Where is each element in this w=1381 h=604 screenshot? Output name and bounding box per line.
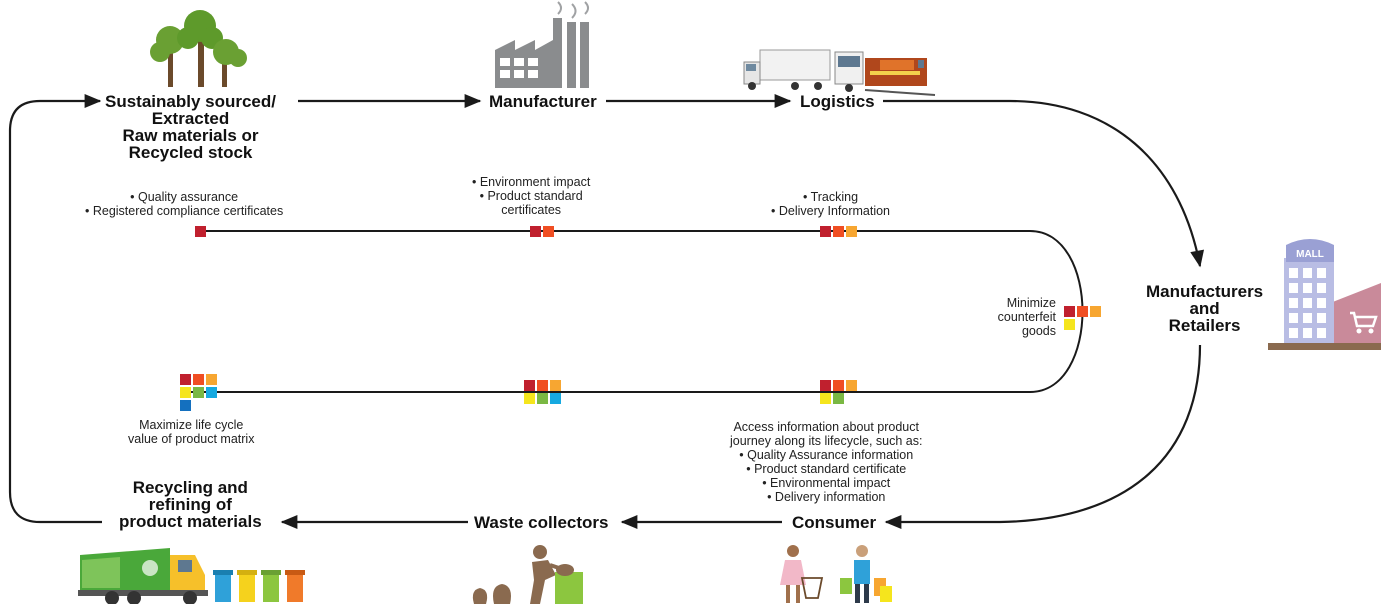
- stage-manufacturer: Manufacturer: [485, 93, 601, 110]
- marker-square-green: [193, 387, 204, 398]
- stage-logistics: Logistics: [796, 93, 879, 110]
- marker-square-orange: [206, 374, 217, 385]
- marker-square-orange: [550, 380, 561, 391]
- factory-icon: [495, 1, 589, 88]
- marker-square-orange: [846, 226, 857, 237]
- marker-square-green: [833, 393, 844, 404]
- marker-square-orange: [846, 380, 857, 391]
- marker-square-red: [530, 226, 541, 237]
- marker-square-red: [820, 380, 831, 391]
- arrow-logistics-to-retailers: [883, 99, 1205, 268]
- note-environment-impact: • Environment impact • Product standard …: [472, 175, 591, 217]
- marker-square-yellow: [820, 393, 831, 404]
- flow-arrows: [8, 94, 1205, 529]
- marker-square-red: [820, 226, 831, 237]
- note-maximize-lifecycle: Maximize life cycle value of product mat…: [128, 418, 255, 446]
- recycle-bins-icon: [213, 570, 305, 602]
- marker-square-blue: [550, 393, 561, 404]
- marker-square-red: [1064, 306, 1075, 317]
- garbage-truck-icon: [78, 548, 208, 604]
- truck-train-icon: [743, 49, 936, 96]
- tree-icon: [150, 10, 247, 87]
- marker-square-yellow: [524, 393, 535, 404]
- arrow-recycling-to-raw: [8, 94, 102, 524]
- note-access-information: Access information about product journey…: [730, 420, 923, 504]
- stage-waste-collectors: Waste collectors: [470, 514, 613, 531]
- waste-collector-icon: [472, 545, 583, 604]
- marker-square-red: [180, 374, 191, 385]
- stage-retailers: Manufacturers and Retailers: [1142, 283, 1268, 334]
- mall-icon: MALL: [1268, 239, 1381, 350]
- stage-consumer: Consumer: [788, 514, 881, 531]
- marker-square-orange-red: [833, 380, 844, 391]
- marker-square-red: [195, 226, 206, 237]
- marker-square-blue: [206, 387, 217, 398]
- marker-square-dark-blue: [180, 400, 191, 411]
- stage-recycling: Recycling and refining of product materi…: [115, 479, 266, 530]
- marker-square-red: [524, 380, 535, 391]
- marker-square-yellow: [180, 387, 191, 398]
- marker-square-orange-red: [1077, 306, 1088, 317]
- marker-square-yellow: [1064, 319, 1075, 330]
- marker-square-green: [537, 393, 548, 404]
- note-tracking: • Tracking • Delivery Information: [771, 190, 891, 218]
- mall-sign: MALL: [1296, 249, 1324, 260]
- marker-square-orange-red: [193, 374, 204, 385]
- information-track-line: [186, 230, 1084, 393]
- marker-square-orange: [1090, 306, 1101, 317]
- arrow-retailers-to-consumer: [884, 344, 1202, 529]
- note-quality-assurance: • Quality assurance • Registered complia…: [85, 190, 284, 218]
- marker-square-orange-red: [537, 380, 548, 391]
- marker-square-orange-red: [833, 226, 844, 237]
- shoppers-icon: [780, 545, 892, 603]
- note-minimize-counterfeit: Minimize counterfeit goods: [997, 296, 1056, 338]
- marker-square-orange-red: [543, 226, 554, 237]
- stage-raw-materials: Sustainably sourced/ Extracted Raw mater…: [101, 93, 280, 161]
